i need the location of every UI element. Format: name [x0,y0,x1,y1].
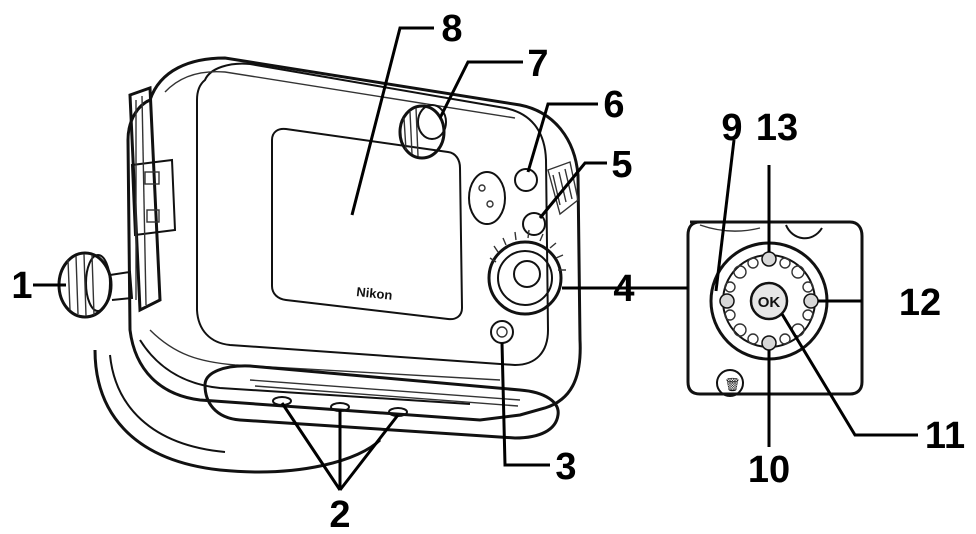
multi-selector-ring: OK [709,241,829,361]
callout-1: 1 [11,265,32,307]
dir-left-button [719,293,735,309]
callout-7: 7 [527,43,548,85]
callout-13: 13 [756,107,798,149]
leader-lines [33,26,918,491]
brand-logo: Nikon [356,284,394,303]
callout-3: 3 [555,446,576,488]
callout-4: 4 [613,268,634,310]
small-buttons [468,161,579,236]
callout-numbers: 1 2 3 4 5 6 7 8 9 10 11 12 13 [11,8,965,534]
dir-right-button [803,293,819,309]
left-knob [57,251,134,319]
top-dial-knob [398,104,447,160]
rotary-selector [487,229,566,316]
housing-body [126,56,582,422]
callout-11: 11 [925,415,965,457]
ok-button [749,281,789,321]
ok-button-label: OK [758,294,781,311]
lens-port [93,349,382,474]
lcd-window [271,127,464,321]
svg-text:🗑: 🗑 [724,377,741,392]
callout-2: 2 [329,494,350,534]
callout-6: 6 [603,84,624,126]
callout-9: 9 [721,107,742,149]
bottom-button [490,320,514,344]
callout-12: 12 [899,282,941,324]
dir-down-button [761,335,777,351]
callout-8: 8 [441,8,462,50]
callout-5: 5 [611,144,632,186]
dir-up-button [761,251,777,267]
closeup-inset: 🗑 [686,220,864,397]
left-latch [128,85,177,313]
callout-10: 10 [748,449,790,491]
